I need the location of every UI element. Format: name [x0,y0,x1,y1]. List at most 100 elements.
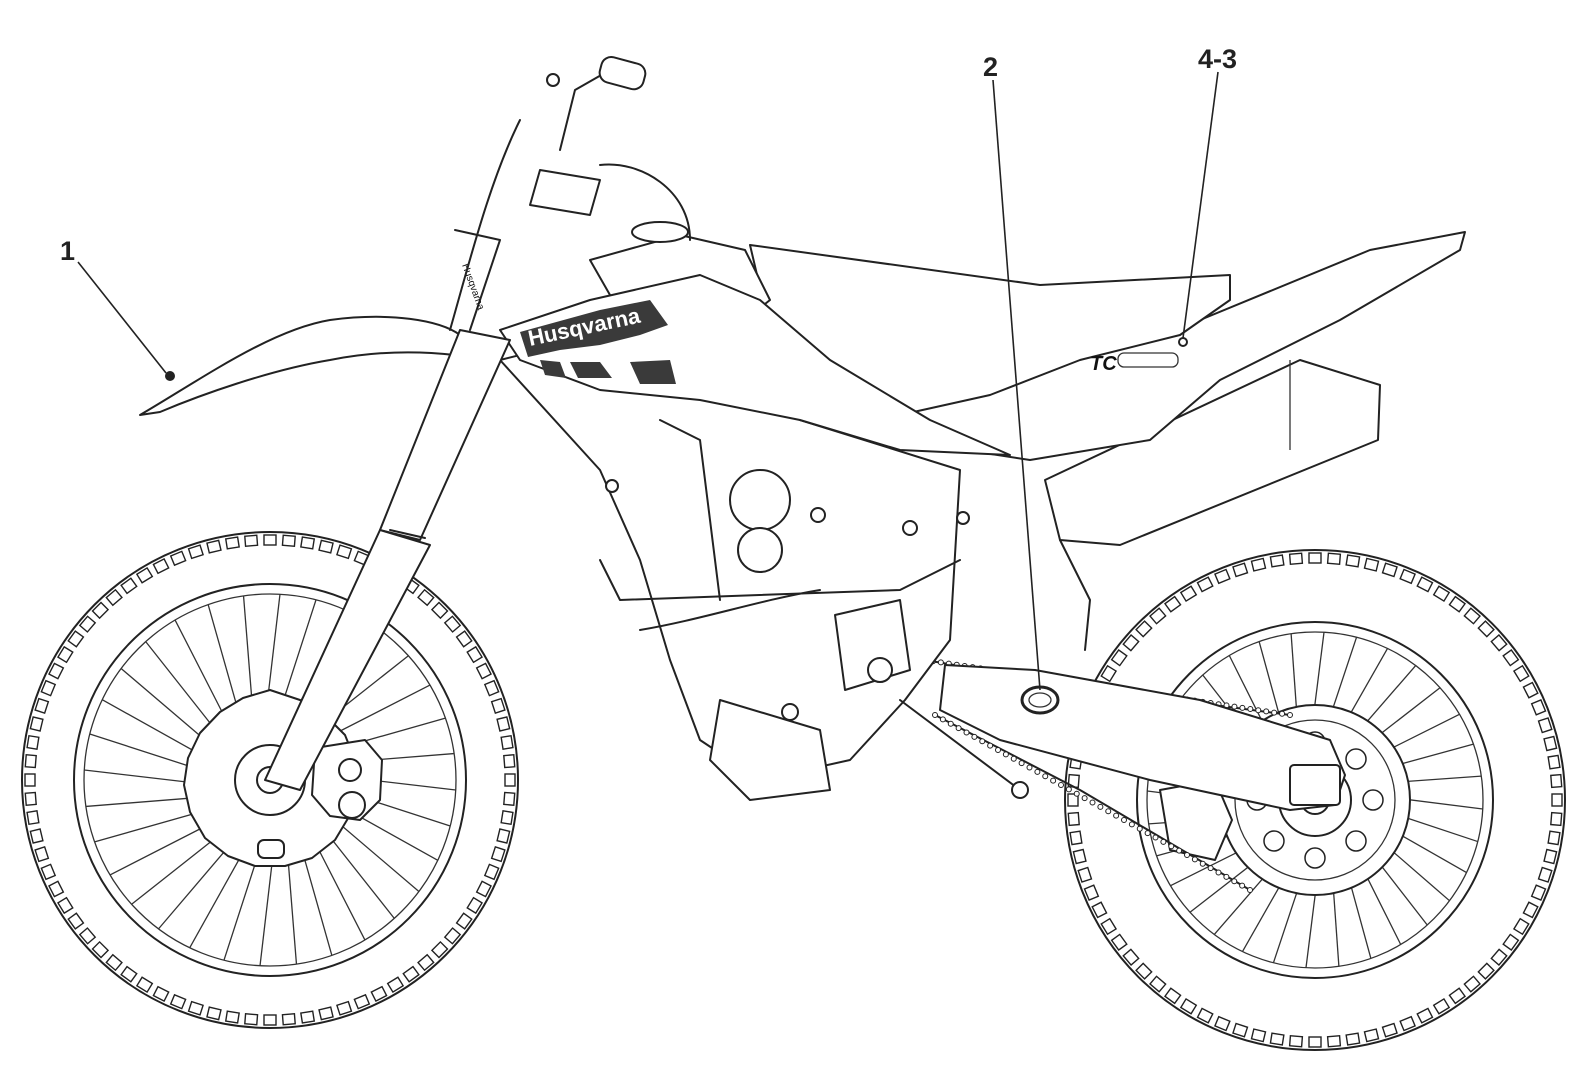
handlebar-assembly [449,55,691,331]
tire-knob [443,615,462,633]
caliper-piston [338,791,366,819]
fork-leg-lower [264,529,431,791]
tire-knob [466,896,483,915]
callout-label-2: 2 [983,52,998,82]
tire-knob [1163,987,1182,1005]
tire-knob [1490,634,1508,652]
tire-knob [1399,1015,1416,1032]
tire-knob [1463,607,1481,625]
swingarm [939,664,1346,811]
chain-link [1271,709,1278,716]
chain-link [1255,707,1262,714]
tire-knob [353,993,371,1010]
label-location-2 [1020,685,1060,715]
tire-knob [1250,1028,1267,1043]
tire-knob [1179,585,1198,603]
tire-knob [318,539,334,554]
chain-link [1191,856,1198,863]
tire-knob [1463,975,1481,993]
chain-link [1010,755,1017,762]
tire-knob [1326,1035,1342,1048]
frame-bolt [902,520,918,536]
tire-knob [503,754,516,769]
chain-link [937,659,944,666]
throttle-body [729,469,791,531]
tire-knob [1432,585,1451,603]
chain-link [1144,830,1151,837]
tire-knob [91,601,110,620]
tire-knob [503,791,516,806]
tire-knob [1551,793,1563,807]
brake-pedal-tip [1011,781,1029,799]
tire-knob [40,863,57,881]
chain-link [1058,782,1064,788]
fork-guard [454,229,501,331]
tire-knob [1363,1028,1380,1043]
tire-knob [1110,933,1128,952]
tire-knob [430,601,449,620]
tire-knob [281,534,296,547]
chain-link [1097,803,1104,810]
tire-knob [300,536,316,550]
tire-knob [24,754,37,769]
chain-link [1128,821,1135,828]
tire-knob [1100,917,1118,936]
tire-knob [26,810,40,826]
tire-knob [29,828,44,844]
tire-knob [490,846,506,863]
tire-knob [1530,699,1547,716]
tire-knob [78,927,97,945]
callout-label-1: 1 [60,236,75,266]
frame-bolt [956,511,970,525]
tire-knob [263,1014,277,1026]
tire-knob [1072,848,1087,865]
tire-knob [1547,830,1561,846]
callout-2: 2 [983,52,1041,691]
leader-line-4-3 [1182,71,1219,339]
front-forks: Husqvarna [264,229,511,791]
tire-knob [1122,634,1140,652]
chain-link [1223,873,1230,880]
tire-knob [1502,933,1520,952]
fork-clamp [389,529,426,539]
tire-knob [1077,866,1093,883]
tire-knob [1288,552,1304,565]
tire-knob [1067,793,1079,807]
caliper-piston [338,758,362,782]
chain-link [955,725,962,732]
chain-link [1105,808,1112,815]
front-tire-outer [21,531,519,1029]
tire-knob [483,679,500,697]
tire-knob [455,912,473,930]
tire-knob [1110,648,1128,667]
tire-knob [1308,1036,1322,1048]
chain-link [1231,703,1238,710]
tire-knob [475,662,492,680]
tire-knob [1196,1007,1214,1024]
tire-knob [417,588,435,607]
tire-knob [57,896,74,915]
header-pipe [1059,539,1091,651]
tire-knob [1477,962,1495,980]
shift-lever-tip [781,703,799,721]
leader-line-1 [77,261,167,374]
frame-bolt [605,479,619,493]
tire-knob [120,577,138,595]
chain-link [1160,838,1167,845]
tire-knob [1232,562,1249,578]
sprocket-hole [1304,847,1326,869]
tire-knob [504,773,516,787]
chain-link [1215,869,1222,876]
tire-knob [224,536,240,550]
chain-link [1263,708,1270,715]
tire-knob [169,550,187,567]
callout-label-4-3: 4-3 [1198,44,1237,74]
tire-knob [281,1013,296,1026]
chain-link [1065,786,1072,793]
tire-knob [1196,576,1214,593]
coolant-hose [659,419,721,601]
tire-knob [26,734,40,750]
fuel-cap [631,221,689,243]
tire-knob [1477,620,1495,638]
